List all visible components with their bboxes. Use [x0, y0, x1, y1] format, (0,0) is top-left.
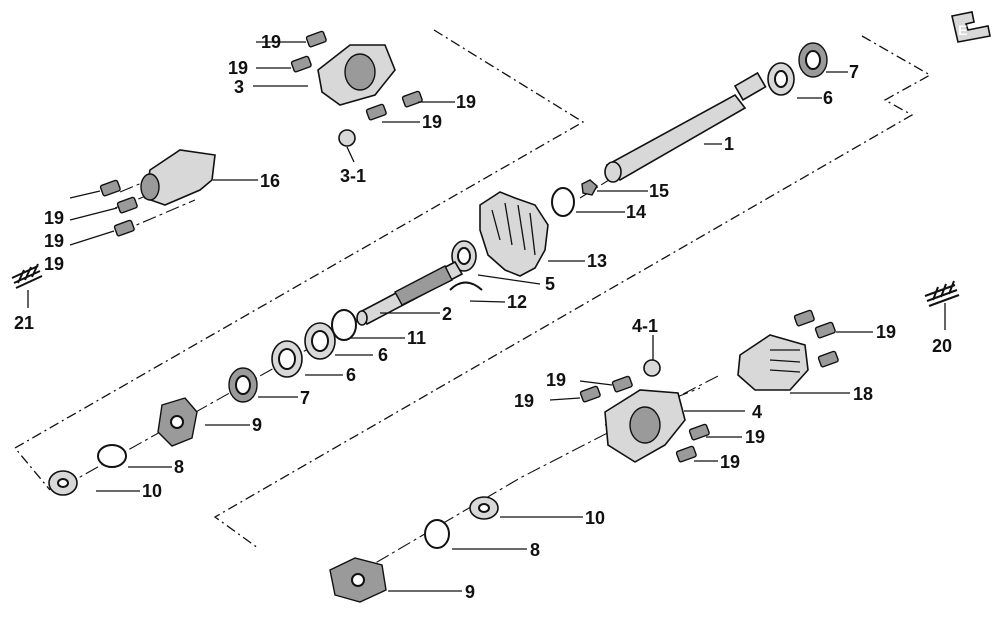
label-part-15: 15: [649, 181, 669, 201]
label-part-19-l: 19: [514, 391, 534, 411]
washer-part-11: [331, 309, 357, 341]
label-part-19-j: 19: [720, 452, 740, 472]
seal-part-7-top: [798, 42, 828, 78]
label-part-19-c: 19: [456, 92, 476, 112]
label-part-9-upper: 9: [252, 415, 262, 435]
label-part-19-g: 19: [44, 254, 64, 274]
label-part-6a: 6: [378, 345, 388, 365]
label-part-13: 13: [587, 251, 607, 271]
label-part-1: 1: [724, 134, 734, 154]
label-part-8-lower: 8: [530, 540, 540, 560]
label-part-7-left: 7: [300, 388, 310, 408]
label-part-6-top: 6: [823, 88, 833, 108]
label-part-19-e: 19: [44, 208, 64, 228]
bearing-part-6-top: [767, 62, 795, 96]
label-part-3-1: 3-1: [340, 166, 366, 186]
gear-case-part-4: [604, 389, 686, 463]
label-part-12: 12: [507, 292, 527, 312]
bearing-part-6a: [304, 322, 336, 360]
label-part-19-h: 19: [876, 322, 896, 342]
nut-part-10-upper: [48, 470, 78, 496]
washer-part-14: [551, 187, 575, 217]
gear-case-part-3: [317, 44, 396, 106]
circlip-part-12: [449, 281, 483, 291]
label-part-19-k: 19: [546, 370, 566, 390]
flange-part-9-lower: [329, 557, 387, 603]
label-part-19-f: 19: [44, 231, 64, 251]
label-part-4: 4: [752, 402, 762, 422]
breather-part-4-1: [643, 359, 661, 377]
label-part-4-1: 4-1: [632, 316, 658, 336]
label-part-19-i: 19: [745, 427, 765, 447]
bearing-part-5: [451, 240, 477, 272]
label-part-10-upper: 10: [142, 481, 162, 501]
label-part-5: 5: [545, 274, 555, 294]
boundary-upper-left: [14, 29, 585, 491]
label-part-6b: 6: [346, 365, 356, 385]
label-part-19-b: 19: [228, 58, 248, 78]
breather-part-3-1: [338, 129, 356, 147]
label-part-19-d: 19: [422, 112, 442, 132]
pinion-shaft-part-2: [356, 260, 464, 326]
flange-part-9-upper: [157, 397, 198, 447]
label-part-14: 14: [626, 202, 646, 222]
label-part-7-top: 7: [849, 62, 859, 82]
label-part-9-lower: 9: [465, 582, 475, 602]
label-part-3: 3: [234, 77, 244, 97]
shaft-part-1: [604, 71, 767, 183]
leader-lines: [27, 41, 946, 592]
label-part-20: 20: [932, 336, 952, 356]
bearing-part-6b: [271, 340, 303, 378]
label-part-8-upper: 8: [174, 457, 184, 477]
label-part-18: 18: [853, 384, 873, 404]
boundary-lower-right: [213, 35, 932, 549]
washer-part-8-lower: [424, 519, 450, 549]
nut-part-15: [581, 179, 598, 196]
label-part-21: 21: [14, 313, 34, 333]
orientation-logo: E: [951, 11, 991, 43]
washer-part-8-upper: [97, 444, 127, 468]
logo-glyph: E: [958, 22, 967, 38]
label-part-19-a: 19: [261, 32, 281, 52]
label-part-2: 2: [442, 304, 452, 324]
bolt-part-19: [99, 30, 839, 463]
label-part-16: 16: [260, 171, 280, 191]
seal-part-7-left: [228, 367, 258, 403]
label-part-10-lower: 10: [585, 508, 605, 528]
spring-part-20: [924, 280, 960, 307]
cover-part-18: [737, 334, 809, 391]
housing-part-16: [140, 149, 216, 206]
spring-part-21: [11, 263, 43, 289]
nut-part-10-lower: [469, 496, 499, 520]
ring-gear-part-13: [479, 191, 549, 277]
label-part-11: 11: [407, 328, 426, 348]
